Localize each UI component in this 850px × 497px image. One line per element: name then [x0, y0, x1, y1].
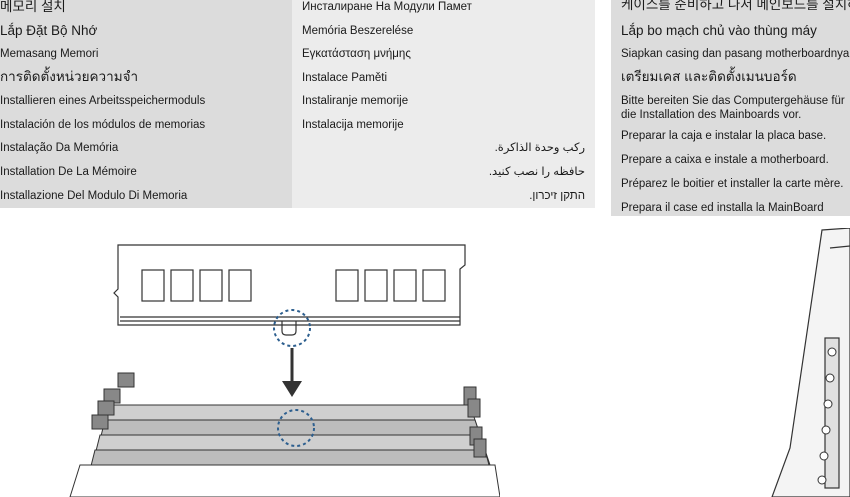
slot-key-highlight-circle: [277, 409, 315, 447]
middle-text-panel: Инсталиране На Модули Памет Memória Besz…: [292, 0, 595, 208]
standoff-hole: [817, 475, 827, 485]
memory-module-notch: [281, 321, 297, 336]
left-line-6: Instalação Da Memória: [0, 142, 119, 154]
insert-arrow-icon: [282, 381, 302, 397]
right-line-8: Prepara il case ed installa la MainBoard: [621, 202, 824, 214]
standoff-hole: [827, 347, 837, 357]
mid-line-3: Instalace Paměti: [302, 72, 388, 84]
case-rail: [824, 337, 840, 489]
left-text-panel: 메모리 설치 Lắp Đặt Bộ Nhớ Memasang Memori กา…: [0, 0, 292, 208]
mid-line-4: Instaliranje memorije: [302, 95, 409, 107]
case-illustration: [771, 228, 850, 497]
right-line-0: 케이스를 준비하고 나서 메인보드를 설치하: [621, 0, 850, 12]
right-line-4: Bitte bereiten Sie das Computergehäuse f…: [621, 95, 845, 121]
dimm-clip-right: [467, 398, 481, 418]
memory-chip: [170, 269, 194, 302]
standoff-hole: [825, 373, 835, 383]
right-line-5: Preparar la caja e instalar la placa bas…: [621, 130, 827, 142]
memory-chip: [141, 269, 165, 302]
left-line-4: Installieren eines Arbeitsspeichermoduls: [0, 95, 206, 107]
mid-line-5: Instalacija memorije: [302, 119, 404, 131]
standoff-hole: [819, 451, 829, 461]
left-line-7: Installation De La Mémoire: [0, 166, 137, 178]
mid-rtl-line-0: ركب وحدة الذاكرة.: [494, 142, 585, 154]
memory-chip: [335, 269, 359, 302]
right-text-panel: 케이스를 준비하고 나서 메인보드를 설치하 Lắp bo mạch chủ v…: [611, 0, 850, 216]
dimm-clip-left: [91, 414, 109, 430]
memory-chip: [228, 269, 252, 302]
right-line-2: Siapkan casing dan pasang motherboardnya…: [621, 48, 850, 60]
memory-installation-illustration: [69, 244, 500, 497]
memory-module-outline: [113, 244, 466, 326]
mid-rtl-line-1: حافظه را نصب کنید.: [488, 166, 585, 178]
left-line-8: Installazione Del Modulo Di Memoria: [0, 190, 188, 202]
left-line-2: Memasang Memori: [0, 48, 99, 60]
mid-rtl-line-2: התקן זיכרון.: [529, 190, 585, 202]
right-line-3: เตรียมเคส และติดตั้งเมนบอร์ด: [621, 69, 797, 84]
memory-chip: [422, 269, 446, 302]
left-line-0: 메모리 설치: [0, 0, 66, 14]
left-line-5: Instalación de los módulos de memorias: [0, 119, 206, 131]
motherboard-edge: [69, 464, 500, 497]
notch-highlight-circle: [273, 309, 311, 347]
standoff-hole: [823, 399, 833, 409]
standoff-hole: [821, 425, 831, 435]
memory-chip: [364, 269, 388, 302]
mid-line-0: Инсталиране На Модули Памет: [302, 1, 472, 13]
dimm-clip-left: [117, 372, 135, 388]
mid-line-2: Εγκατάσταση μνήμης: [302, 48, 411, 60]
memory-chip: [393, 269, 417, 302]
dimm-clip-left: [97, 400, 115, 416]
memory-chip: [199, 269, 223, 302]
left-line-1: Lắp Đặt Bộ Nhớ: [0, 23, 98, 38]
left-line-3: การติดตั้งหน่วยความจำ: [0, 69, 139, 84]
right-line-6: Prepare a caixa e instale a motherboard.: [621, 154, 829, 166]
right-line-1: Lắp bo mạch chủ vào thùng máy: [621, 23, 817, 38]
dimm-clip-right: [473, 438, 487, 458]
mid-line-1: Memória Beszerelése: [302, 25, 414, 37]
case-edge: [829, 245, 850, 249]
right-line-7: Préparez le boitier et installer la cart…: [621, 178, 844, 190]
